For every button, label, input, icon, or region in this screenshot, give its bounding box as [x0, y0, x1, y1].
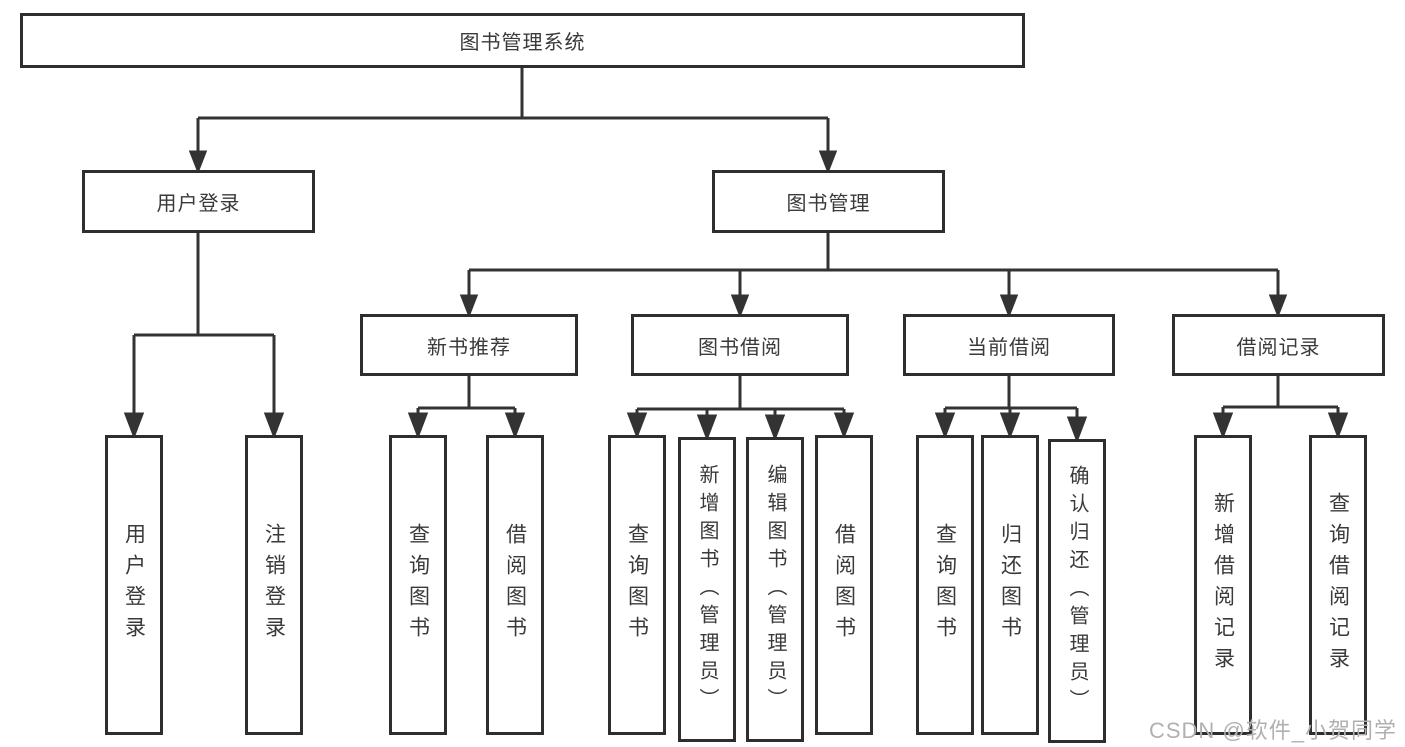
node-label: 用户登录 [156, 193, 241, 215]
leaf-label: 新增借阅记录 [1211, 492, 1235, 678]
node-user-login-branch: 用户登录 [82, 170, 315, 233]
leaf-label: 查询借阅记录 [1326, 492, 1350, 678]
leaf-label: 编辑图书（管理员） [764, 463, 786, 716]
leaf-query-books-borrow: 查询图书 [608, 435, 666, 735]
leaf-query-books-current: 查询图书 [916, 435, 974, 735]
node-label: 图书管理 [786, 193, 871, 215]
leaf-edit-book-admin: 编辑图书（管理员） [746, 437, 804, 742]
node-book-borrowing: 图书借阅 [631, 314, 849, 376]
leaf-label: 查询图书 [625, 523, 649, 647]
leaf-label: 新增图书（管理员） [696, 463, 718, 716]
node-label: 图书管理系统 [459, 32, 586, 54]
node-current-borrowing: 当前借阅 [903, 314, 1115, 376]
leaf-add-book-admin: 新增图书（管理员） [678, 437, 736, 742]
leaf-query-borrow-record: 查询借阅记录 [1309, 435, 1367, 735]
leaf-label: 查询图书 [933, 523, 957, 647]
node-new-book-recommend: 新书推荐 [360, 314, 578, 376]
node-book-management-branch: 图书管理 [712, 170, 945, 233]
node-borrowing-records: 借阅记录 [1172, 314, 1385, 376]
leaf-label: 用户登录 [122, 523, 146, 647]
node-library-management-system: 图书管理系统 [20, 13, 1025, 68]
node-label: 当前借阅 [967, 336, 1051, 359]
csdn-watermark: CSDN @软件_小贺同学 [1148, 718, 1397, 743]
leaf-add-borrow-record: 新增借阅记录 [1194, 435, 1252, 735]
leaf-label: 注销登录 [262, 523, 286, 647]
leaf-label: 借阅图书 [832, 523, 856, 647]
leaf-label: 确认归还（管理员） [1066, 465, 1088, 717]
leaf-borrow-books-recommend: 借阅图书 [486, 435, 544, 735]
leaf-borrow-books: 借阅图书 [815, 435, 873, 735]
node-label: 新书推荐 [427, 336, 511, 359]
leaf-query-books-recommend: 查询图书 [389, 435, 447, 735]
node-label: 借阅记录 [1236, 336, 1321, 359]
leaf-return-books: 归还图书 [981, 435, 1039, 735]
leaf-label: 借阅图书 [503, 523, 527, 647]
leaf-logout: 注销登录 [245, 435, 303, 735]
leaf-confirm-return-admin: 确认归还（管理员） [1048, 439, 1106, 743]
leaf-label: 查询图书 [406, 523, 430, 647]
leaf-label: 归还图书 [998, 523, 1022, 647]
leaf-user-login: 用户登录 [105, 435, 163, 735]
node-label: 图书借阅 [698, 336, 782, 359]
